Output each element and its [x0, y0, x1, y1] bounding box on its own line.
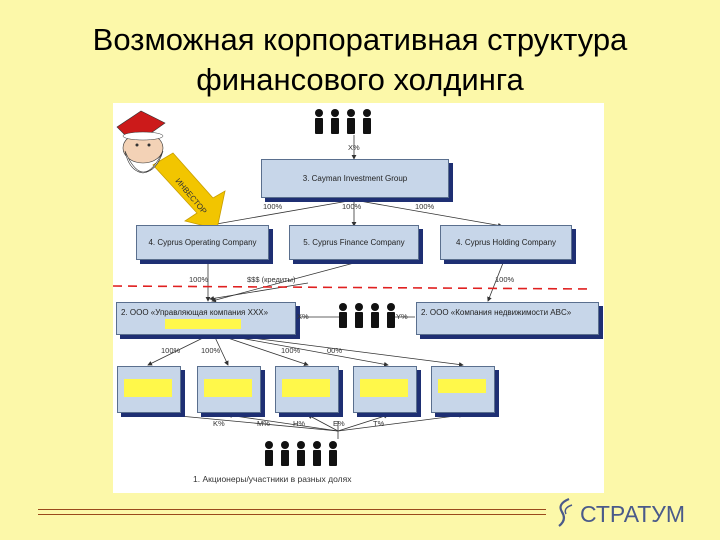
footer-divider	[38, 509, 546, 510]
cayman-out-2: 100%	[342, 202, 362, 211]
mid-right-percent: Y%	[396, 312, 408, 321]
ooo-management-box: 2. ООО «Управляющая компания XXX»	[116, 302, 296, 335]
cyprus-operating-box: 4. Cyprus Operating Company	[136, 225, 269, 260]
placeholder-highlight	[438, 379, 486, 393]
investor-avatar	[116, 110, 166, 174]
holder-percent-k: K%	[213, 419, 225, 428]
investor-arrow	[152, 152, 226, 230]
structure-diagram: ИНВЕСТОР	[113, 103, 604, 493]
top-percent: X%	[348, 143, 360, 152]
holder-percent-e: E%	[333, 419, 345, 428]
title-line-1: Возможная корпоративная структура	[92, 22, 628, 57]
placeholder-highlight	[360, 379, 408, 397]
ooo-realty-box: 2. ООО «Компания недвижимости ABC»	[416, 302, 599, 335]
title-line-2: финансового холдинга	[196, 62, 524, 97]
holder-percent-m: M%	[257, 419, 270, 428]
shareholders-people-icon	[265, 441, 337, 466]
connector-lines: ИНВЕСТОР	[113, 109, 592, 466]
middle-people-icon	[339, 303, 395, 328]
top-people-icon	[315, 109, 371, 134]
ooo-realty-label: 2. ООО «Компания недвижимости ABC»	[421, 308, 572, 317]
holder-percent-t: T%	[373, 419, 385, 428]
footer-divider	[38, 514, 546, 515]
ooo-management-label: 2. ООО «Управляющая компания XXX»	[121, 308, 269, 317]
mid-left-percent: X%	[297, 312, 309, 321]
sub-percent-1: 100%	[161, 346, 181, 355]
holding-percent: 100%	[495, 275, 515, 284]
cyprus-holding-box: 4. Cyprus Holding Company	[440, 225, 572, 260]
sub-percent-3: 100%	[281, 346, 301, 355]
sub-percent-4: 00%	[327, 346, 343, 355]
placeholder-highlight	[124, 379, 172, 397]
cyprus-finance-box: 5. Cyprus Finance Company	[289, 225, 419, 260]
subsidiary-box-2	[197, 366, 261, 413]
stratum-logo-text: СТРАТУМ	[580, 501, 686, 527]
shareholders-label: 1. Акционеры/участники в разных долях	[193, 474, 352, 484]
subsidiary-box-3	[275, 366, 339, 413]
holder-percent-h: H%	[293, 419, 306, 428]
credits-label: $$$ (кредиты)	[247, 275, 296, 284]
cayman-out-1: 100%	[263, 202, 283, 211]
subsidiary-box-1	[117, 366, 181, 413]
cayman-out-3: 100%	[415, 202, 435, 211]
subsidiary-box-4	[353, 366, 417, 413]
dashed-divider	[113, 285, 592, 290]
placeholder-highlight	[204, 379, 252, 397]
sub-percent-2: 100%	[201, 346, 221, 355]
stratum-logo-icon	[558, 497, 573, 527]
subsidiary-box-5	[431, 366, 495, 413]
slide-title: Возможная корпоративная структура финанс…	[0, 20, 720, 100]
cayman-box: 3. Cayman Investment Group	[261, 159, 449, 198]
placeholder-highlight	[165, 319, 241, 329]
placeholder-highlight	[282, 379, 330, 397]
operating-percent: 100%	[189, 275, 209, 284]
